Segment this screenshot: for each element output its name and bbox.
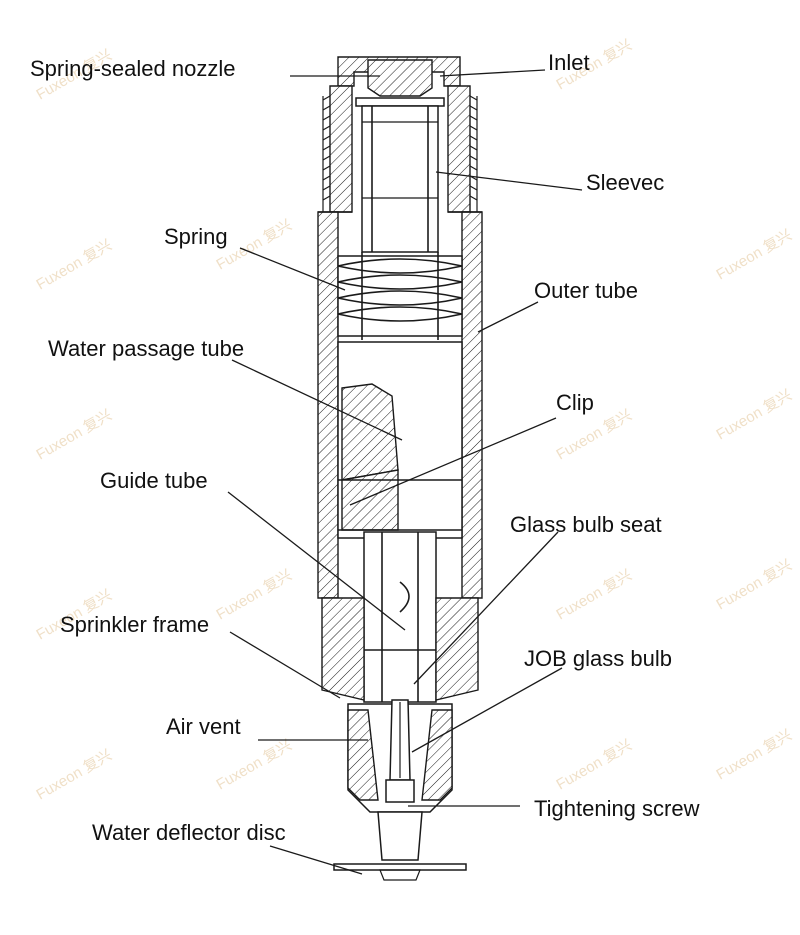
label-air-vent: Air vent (166, 714, 241, 739)
label-spring-sealed-nozzle: Spring-sealed nozzle (30, 56, 235, 81)
label-inlet: Inlet (548, 50, 590, 75)
spring-sealed-nozzle (355, 59, 445, 107)
sleeve (361, 105, 439, 253)
label-clip: Clip (556, 390, 594, 415)
water-passage-tube (337, 341, 463, 539)
label-water-passage-tube: Water passage tube (48, 336, 244, 361)
watermark-text: Fuxeon 复兴 (213, 566, 295, 624)
label-sprinkler-frame: Sprinkler frame (60, 612, 209, 637)
watermark-text: Fuxeon 复兴 (713, 226, 795, 284)
watermark-text: Fuxeon 复兴 (33, 236, 115, 294)
watermark-text: Fuxeon 复兴 (713, 556, 795, 614)
label-spring: Spring (164, 224, 228, 249)
job-glass-bulb (389, 699, 411, 781)
label-glass-bulb-seat: Glass bulb seat (510, 512, 662, 537)
watermark-text: Fuxeon 复兴 (33, 406, 115, 464)
tightening-screw (377, 779, 423, 861)
label-job-glass-bulb: JOB glass bulb (524, 646, 672, 671)
leader-lines (227, 69, 583, 875)
watermark-text: Fuxeon 复兴 (713, 386, 795, 444)
label-outer-tube: Outer tube (534, 278, 638, 303)
label-sleevec: Sleevec (586, 170, 664, 195)
guide-tube (363, 531, 437, 703)
water-deflector-disc (333, 863, 467, 881)
watermark-text: Fuxeon 复兴 (213, 736, 295, 794)
watermark-text: Fuxeon 复兴 (553, 566, 635, 624)
watermark-text: Fuxeon 复兴 (33, 746, 115, 804)
label-water-deflector-disc: Water deflector disc (92, 820, 286, 845)
watermark-text: Fuxeon 复兴 (553, 736, 635, 794)
glass-bulb-seat (321, 597, 479, 701)
label-tightening-screw: Tightening screw (534, 796, 700, 821)
label-guide-tube: Guide tube (100, 468, 208, 493)
watermark-text: Fuxeon 复兴 (713, 726, 795, 784)
spring (337, 252, 463, 340)
